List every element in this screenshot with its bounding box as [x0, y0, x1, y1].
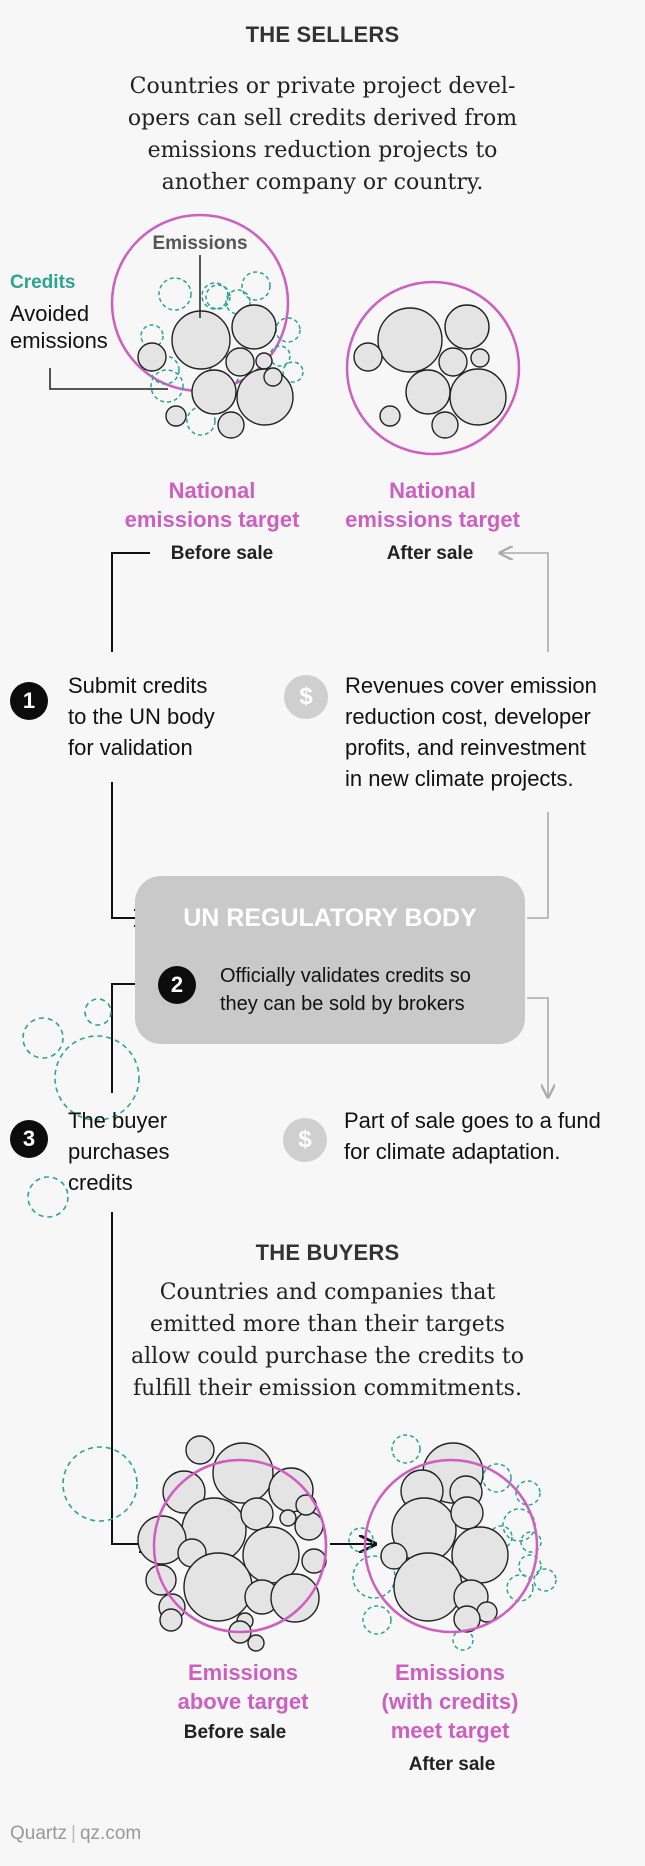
footer-brand: Quartz	[10, 1823, 68, 1844]
meet-line: meet target	[390, 1718, 510, 1743]
revenue-line: in new climate projects.	[345, 766, 574, 791]
step-3-line: The buyer	[68, 1108, 168, 1133]
sellers-intro: Countries or private project devel- oper…	[0, 71, 645, 199]
fund-line: for climate adaptation.	[344, 1139, 561, 1164]
buyers-intro-line: emitted more than their targets	[150, 1312, 505, 1337]
footer-site-link[interactable]: qz.com	[79, 1823, 142, 1844]
seller-before-target-label: National emissions target	[112, 476, 312, 534]
label-emissions: Emissions	[152, 233, 248, 254]
step-1-line: to the UN body	[68, 704, 215, 729]
target-line: National	[168, 478, 256, 503]
step-2-text: Officially validates credits so they can…	[220, 962, 471, 1018]
buyers-heading: THE BUYERS	[255, 1240, 400, 1265]
step-3-line: purchases	[68, 1139, 170, 1164]
label-credits: Credits	[10, 272, 76, 293]
sellers-intro-line: another company or country.	[161, 170, 484, 195]
step-1-badge: 1	[10, 682, 48, 720]
floating-credits	[22, 998, 140, 1522]
seller-before-cluster	[49, 213, 304, 439]
dollar-icon: $	[284, 675, 328, 719]
step-2-line: they can be sold by brokers	[220, 993, 465, 1015]
sellers-intro-line: opers can sell credits derived from	[127, 106, 518, 131]
buyers-intro-line: fulfill their emission commitments.	[133, 1376, 522, 1401]
buyers-intro-line: allow could purchase the credits to	[131, 1344, 524, 1369]
step-2-line: Officially validates credits so	[220, 965, 471, 987]
seller-after-cluster	[345, 280, 521, 456]
step-3-line: credits	[68, 1170, 133, 1195]
buyer-after-sale: After sale	[408, 1754, 496, 1775]
step-1-text: Submit credits to the UN body for valida…	[68, 670, 215, 763]
seller-after-target-label: National emissions target	[330, 476, 535, 534]
buyers-intro-line: Countries and companies that	[159, 1280, 496, 1305]
buyer-before-sale: Before sale	[183, 1722, 287, 1743]
step-2-badge: 2	[158, 966, 196, 1004]
step-3-badge: 3	[10, 1120, 48, 1158]
step-1-line: for validation	[68, 735, 193, 760]
step-1-line: Submit credits	[68, 673, 208, 698]
revenue-line: Revenues cover emission	[345, 673, 597, 698]
buyers-intro: Countries and companies that emitted mor…	[120, 1277, 535, 1405]
label-avoided-emissions: Avoided emissions	[10, 300, 108, 354]
footer-credit: Quartz|qz.com	[10, 1823, 141, 1845]
revenue-line: reduction cost, developer	[345, 704, 591, 729]
buyer-meet-target-label: Emissions (with credits) meet target	[360, 1658, 540, 1745]
meet-line: Emissions	[394, 1660, 506, 1685]
step-3-text: The buyer purchases credits	[68, 1105, 170, 1198]
un-regulatory-body-title: UN REGULATORY BODY	[183, 904, 477, 932]
sellers-intro-line: emissions reduction projects to	[147, 138, 498, 163]
revenue-text: Revenues cover emission reduction cost, …	[345, 670, 597, 794]
target-line: emissions target	[124, 507, 300, 532]
label-avoided-line: emissions	[10, 328, 108, 353]
buyer-above-target-label: Emissions above target	[148, 1658, 338, 1716]
seller-after-sale: After sale	[386, 543, 474, 564]
buyer-after-cluster	[348, 1434, 557, 1651]
meet-line: (with credits)	[381, 1689, 519, 1714]
footer-separator: |	[71, 1823, 76, 1844]
target-line: emissions target	[345, 507, 520, 532]
sellers-intro-line: Countries or private project devel-	[129, 74, 516, 99]
fund-line: Part of sale goes to a fund	[344, 1108, 601, 1133]
fund-text: Part of sale goes to a fund for climate …	[344, 1105, 601, 1167]
target-line: National	[389, 478, 476, 503]
label-avoided-line: Avoided	[10, 301, 90, 326]
seller-before-sale: Before sale	[170, 543, 274, 564]
dollar-icon: $	[283, 1118, 327, 1162]
above-line: Emissions	[187, 1660, 299, 1685]
un-regulatory-body-box	[135, 876, 525, 1044]
sellers-heading: THE SELLERS	[245, 22, 400, 47]
buyer-before-cluster	[137, 1435, 328, 1652]
above-line: above target	[177, 1689, 309, 1714]
revenue-line: profits, and reinvestment	[345, 735, 586, 760]
